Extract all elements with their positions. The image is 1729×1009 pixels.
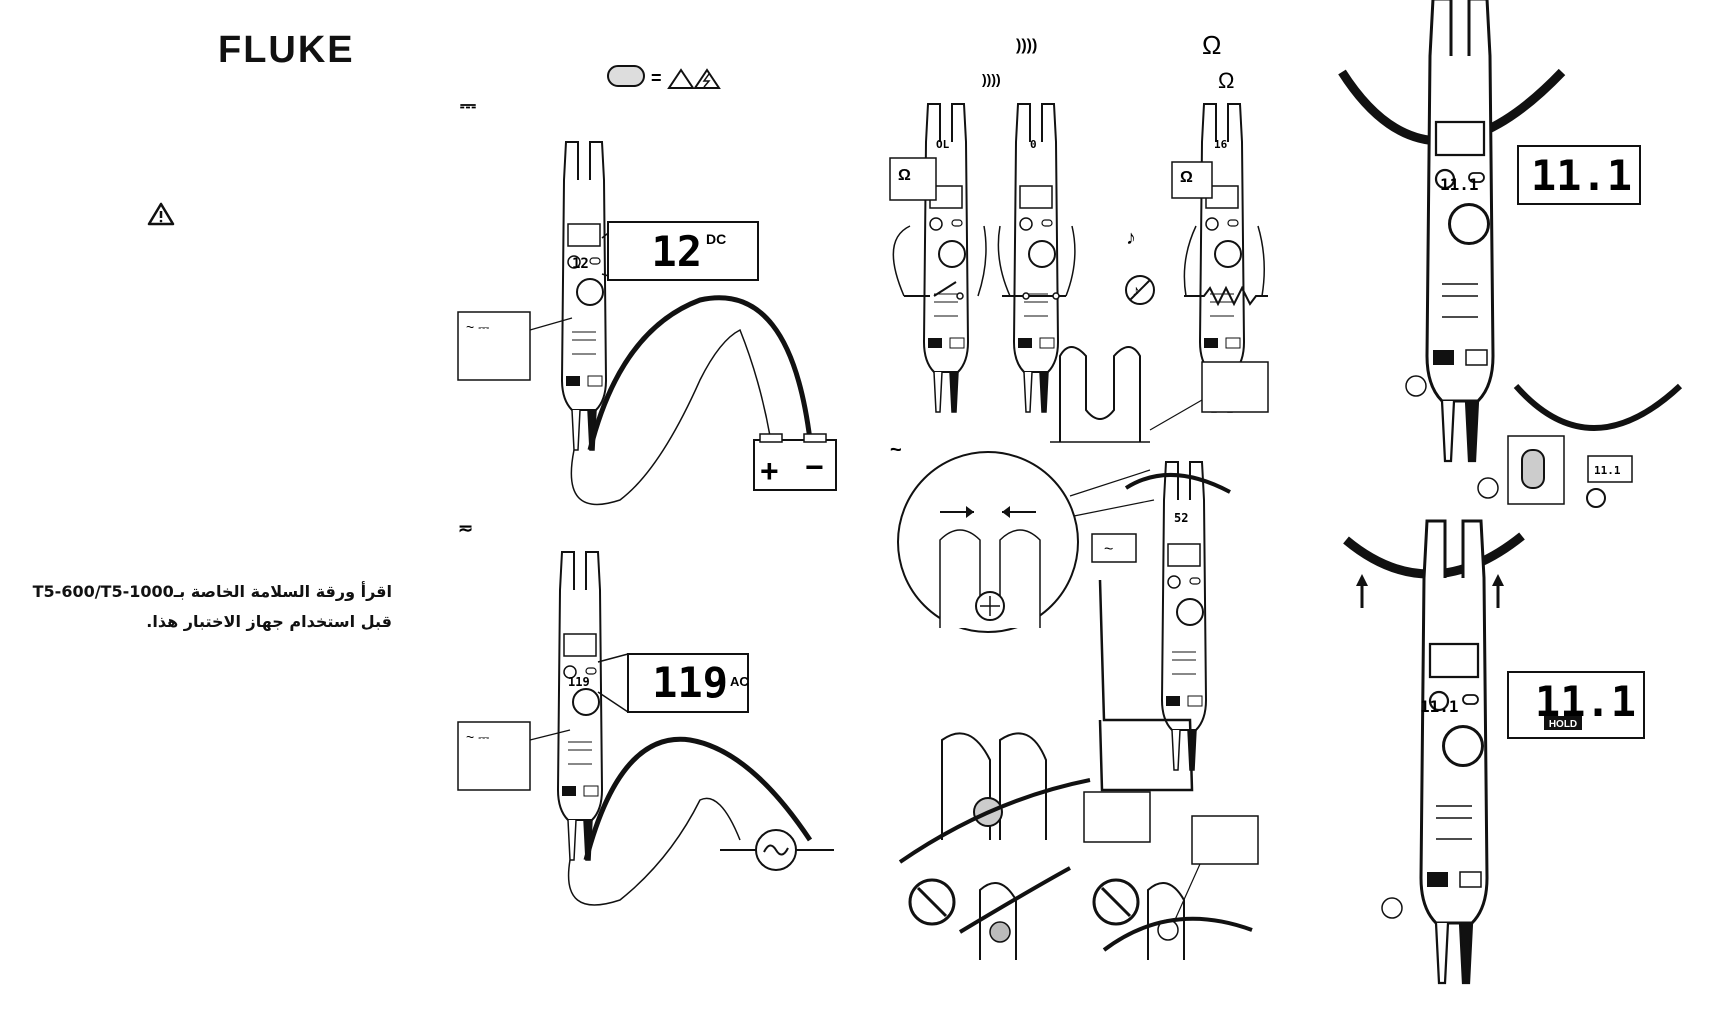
- safety-note-line-2: قبل استخدام جهاز الاختبار هذا.: [146, 612, 392, 631]
- svg-text:12: 12: [572, 256, 589, 272]
- resistance-figure: 16 Ω: [1171, 103, 1268, 413]
- auto-hold-figure-bottom: 11.1 11.1 HOLD: [1343, 519, 1645, 985]
- svg-text:Ω: Ω: [898, 167, 911, 184]
- svg-text:52: 52: [1174, 511, 1188, 525]
- svg-text:~ ⎓: ~ ⎓: [466, 729, 489, 745]
- svg-text:0: 0: [1030, 138, 1037, 151]
- warning-icon: [147, 202, 175, 226]
- svg-text:12: 12: [651, 227, 702, 276]
- jaw-detail-figure: [1050, 346, 1269, 443]
- svg-text:OL: OL: [936, 138, 950, 151]
- fluke-logo: FLUKE: [218, 29, 355, 71]
- continuity-symbol-top: )))): [1016, 37, 1037, 54]
- ohm-symbol: Ω: [1218, 68, 1234, 93]
- svg-text:~: ~: [1104, 541, 1113, 558]
- svg-text:AC: AC: [730, 674, 749, 689]
- svg-text:♪: ♪: [1126, 227, 1136, 249]
- svg-text:16: 16: [1214, 138, 1228, 151]
- svg-text:HOLD: HOLD: [1549, 719, 1577, 730]
- svg-text:Ω: Ω: [1180, 169, 1193, 186]
- continuity-figures: OL 0 Ω: [889, 103, 1076, 413]
- button-equals-warning-legend: =: [607, 65, 721, 89]
- svg-text:11.1: 11.1: [1531, 151, 1632, 200]
- ohm-symbol-top: Ω: [1202, 30, 1221, 60]
- svg-text:=: =: [651, 68, 662, 88]
- dc-symbol: ⎓: [460, 95, 476, 117]
- ac-dc-symbol: ≂: [458, 518, 473, 538]
- auto-hold-figure-top: 11.1 11.1: [1338, 0, 1641, 463]
- beeper-icons: ♪ ♪: [1125, 227, 1155, 305]
- continuity-symbol: )))): [982, 71, 1001, 87]
- dc-voltage-figure: 12 12 DC ~ ⎓ + −: [457, 141, 837, 506]
- svg-text:~ ⎓: ~ ⎓: [466, 319, 489, 335]
- svg-text:11.1: 11.1: [1420, 697, 1459, 716]
- svg-text:♪: ♪: [1132, 283, 1140, 300]
- svg-text:−: −: [805, 449, 824, 485]
- jaw-placement-figures: [898, 732, 1259, 960]
- svg-text:11.1: 11.1: [1594, 464, 1621, 477]
- ac-voltage-figure: 119 119 AC ~ ⎓: [457, 551, 834, 906]
- svg-text:11.1: 11.1: [1440, 175, 1479, 194]
- current-measurement-figure: 52 ~: [897, 451, 1231, 792]
- svg-text:+: +: [760, 453, 779, 489]
- ac-symbol: ~: [890, 439, 902, 461]
- safety-note-line-1: اقرأ ورقة السلامة الخاصة بـT5-600/T5-100…: [32, 582, 392, 601]
- hold-button-detail: 11.1: [1477, 383, 1683, 508]
- svg-text:119: 119: [568, 675, 590, 689]
- svg-text:119: 119: [652, 658, 728, 707]
- svg-text:DC: DC: [706, 231, 726, 247]
